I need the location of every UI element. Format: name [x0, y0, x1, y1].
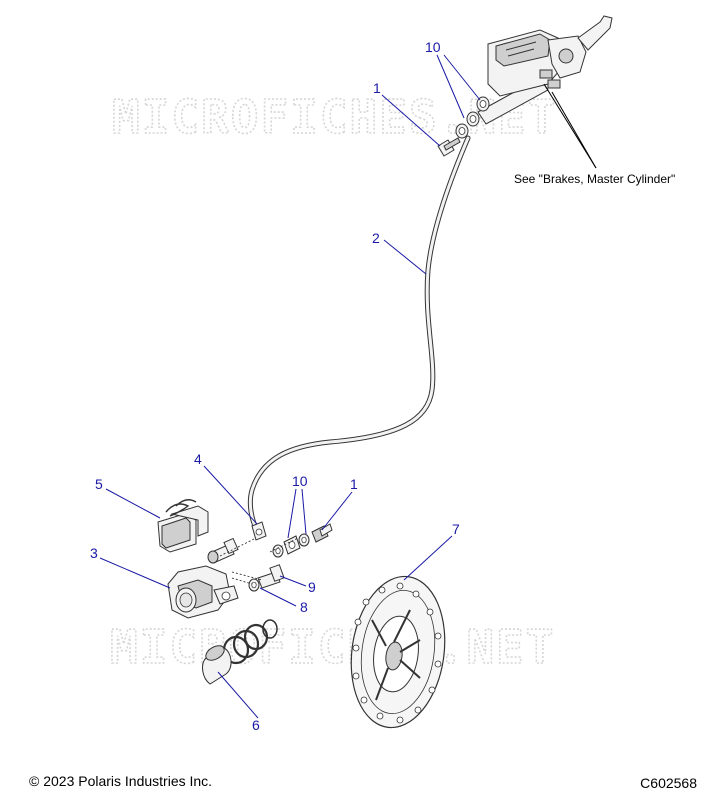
leader-1-top	[381, 94, 441, 147]
callout-3: 3	[90, 545, 98, 561]
callout-10-bottom: 10	[292, 473, 308, 489]
leader-4	[203, 465, 258, 525]
upper-banjo-fitting	[437, 96, 490, 157]
leader-10-bottom-b	[301, 488, 307, 535]
caliper-washer	[248, 578, 260, 592]
leader-5	[105, 488, 161, 519]
leader-6	[217, 671, 259, 719]
copyright-notice: © 2023 Polaris Industries Inc.	[29, 773, 213, 789]
assembly-lines	[219, 537, 299, 585]
callout-10-top: 10	[425, 39, 441, 55]
reference-note-master-cylinder: See "Brakes, Master Cylinder"	[514, 172, 675, 186]
caliper-mount-bolt-upper	[207, 537, 239, 564]
callout-4: 4	[194, 451, 202, 467]
callout-7: 7	[452, 521, 460, 537]
leader-lines	[99, 54, 481, 719]
callout-8: 8	[300, 599, 308, 615]
leader-10-top-a	[436, 54, 465, 119]
caliper-piston-and-seals	[202, 619, 278, 685]
callout-1-bottom: 1	[350, 476, 358, 492]
brake-caliper	[167, 565, 239, 619]
leader-1-bottom	[321, 491, 353, 531]
lower-banjo-and-washers	[272, 523, 333, 558]
callout-5: 5	[95, 476, 103, 492]
callout-6: 6	[252, 717, 260, 733]
leader-10-top-b	[443, 54, 481, 101]
leader-2	[383, 239, 427, 275]
brake-pads	[157, 499, 209, 553]
caliper-mount-bolt-lower	[257, 564, 285, 589]
leader-7	[403, 535, 453, 581]
callout-2: 2	[372, 230, 380, 246]
brake-disc	[350, 575, 446, 729]
leader-9	[279, 575, 307, 587]
master-cylinder-assembly	[477, 15, 613, 125]
leader-10-bottom-a	[287, 488, 297, 539]
bleeder-fitting	[251, 521, 267, 541]
callout-9: 9	[308, 579, 316, 595]
brake-line	[247, 135, 471, 531]
leader-3	[99, 557, 171, 589]
figure-id: C602568	[640, 775, 697, 791]
watermark-bottom: MICROFICHES.NET	[110, 620, 555, 674]
reference-leaders	[543, 83, 597, 169]
leader-8	[259, 587, 297, 607]
callout-1-top: 1	[373, 80, 381, 96]
